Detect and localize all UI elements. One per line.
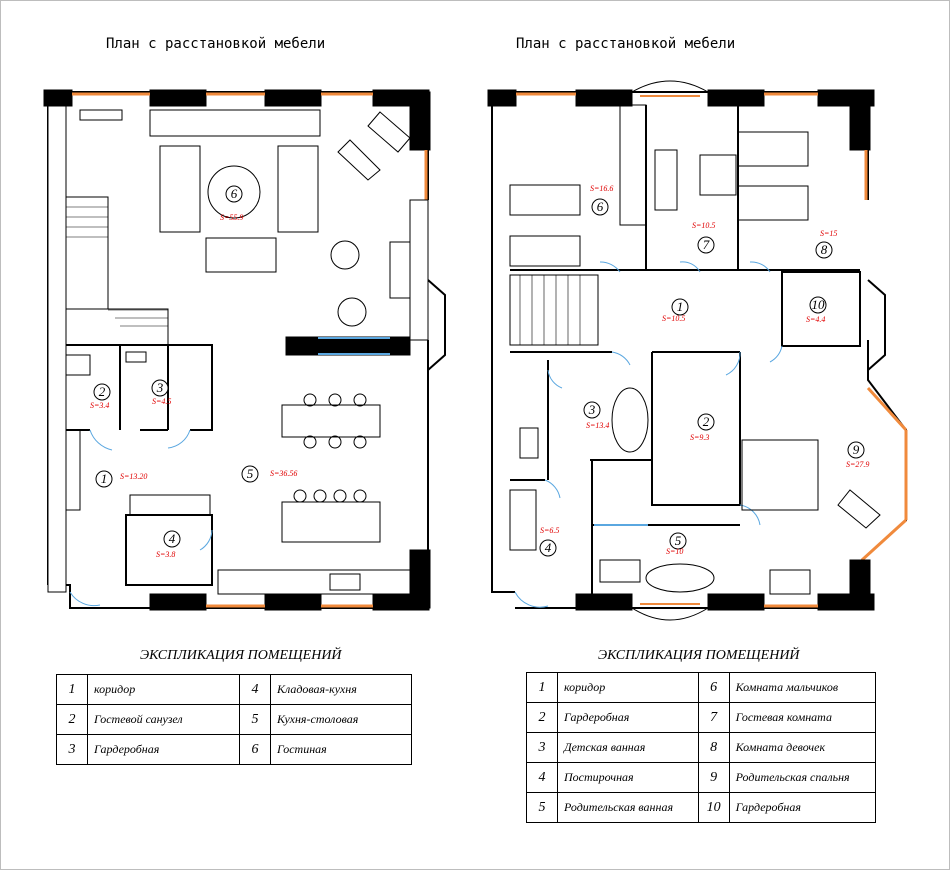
room-name-cell: коридор	[557, 672, 699, 703]
room-name-cell: Гостиная	[270, 734, 412, 765]
room-name-cell: Кладовая-кухня	[270, 674, 412, 705]
room-number-circle	[539, 539, 557, 557]
room-number: 4	[545, 540, 552, 555]
room-number: 8	[821, 242, 828, 257]
room-area: S=27.9	[846, 460, 869, 469]
room-name-cell: Постирочная	[557, 762, 699, 793]
room-number-circle	[671, 298, 689, 316]
room-number-cell: 6	[697, 672, 730, 703]
room-number-cell: 5	[239, 704, 272, 735]
room-number-cell: 4	[526, 762, 558, 793]
room-number: 9	[853, 442, 860, 457]
room-number-circle	[697, 413, 715, 431]
room-area: S=13.4	[586, 421, 609, 430]
room-number-cell: 1	[56, 674, 88, 705]
room-area: S=10.5	[662, 314, 685, 323]
room-labels-first: 6S=55.9 2S=3.4 3S=4.5 1 S=13.20 5 S=36.56 4S=3.…	[90, 185, 297, 559]
room-name-cell: Родительская ванная	[557, 792, 699, 823]
room-name-cell: Комната девочек	[728, 732, 877, 763]
room-number-cell: 7	[697, 702, 730, 733]
room-name-cell: Детская ванная	[557, 732, 699, 763]
room-number: 10	[812, 297, 826, 312]
room-number-cell: 3	[526, 732, 558, 763]
explication-title-first: ЭКСПЛИКАЦИЯ ПОМЕЩЕНИЙ	[140, 648, 342, 663]
room-name-cell: Гардеробная	[86, 734, 241, 765]
room-name-cell: Гардеробная	[728, 792, 877, 823]
room-number-circle	[815, 241, 833, 259]
room-number: 2	[99, 384, 106, 399]
room-number: 1	[101, 471, 108, 486]
room-number: 5	[675, 533, 682, 548]
room-area: S=9.3	[690, 433, 709, 442]
room-number-circle	[163, 530, 181, 548]
room-number: 6	[231, 186, 238, 201]
room-number: 2	[703, 414, 710, 429]
room-number: 7	[703, 237, 710, 252]
room-number-cell: 10	[697, 792, 730, 823]
room-name-cell: Гостевой санузел	[86, 704, 241, 735]
room-area: S=10	[666, 547, 683, 556]
room-number-cell: 4	[239, 674, 272, 705]
room-area: S=10.5	[692, 221, 715, 230]
room-number-circle	[95, 470, 113, 488]
room-area: S=3.4	[90, 401, 109, 410]
room-area: S=55.9	[220, 213, 243, 222]
floor-plan-second	[487, 80, 908, 621]
room-area: S=15	[820, 229, 837, 238]
room-number-circle	[151, 379, 169, 397]
room-number-circle	[809, 296, 827, 314]
room-labels-second: 6S=16.67S=10.58S=151S=10.510S=4.43S=13.4…	[539, 184, 869, 557]
room-number-cell: 2	[56, 704, 88, 735]
room-number-circle	[583, 401, 601, 419]
room-name-cell: Родительская спальня	[728, 762, 877, 793]
plan-title-right: План с расстановкой мебели	[516, 36, 736, 52]
room-number-circle	[225, 185, 243, 203]
room-area: S=3.8	[156, 550, 175, 559]
room-number-cell: 1	[526, 672, 558, 703]
room-name-cell: Кухня-столовая	[270, 704, 412, 735]
room-area: S=16.6	[590, 184, 613, 193]
room-area: S=13.20	[120, 472, 147, 481]
room-number-circle	[697, 236, 715, 254]
room-number-cell: 5	[526, 792, 558, 823]
floor-plan-first	[43, 89, 446, 611]
room-number: 1	[677, 299, 684, 314]
room-number-cell: 6	[239, 734, 272, 765]
room-number: 3	[156, 380, 164, 395]
room-area: S=36.56	[270, 469, 297, 478]
room-number-circle	[847, 441, 865, 459]
explication-title-second: ЭКСПЛИКАЦИЯ ПОМЕЩЕНИЙ	[598, 648, 800, 663]
room-number-circle	[241, 465, 259, 483]
room-name-cell: коридор	[86, 674, 241, 705]
room-name-cell: Комната мальчиков	[728, 672, 877, 703]
room-number: 4	[169, 531, 176, 546]
room-number: 6	[597, 199, 604, 214]
room-number-circle	[591, 198, 609, 216]
room-number-cell: 9	[697, 762, 730, 793]
room-area: S=4.5	[152, 397, 171, 406]
plan-title-left: План с расстановкой мебели	[106, 36, 326, 52]
room-number-circle	[93, 383, 111, 401]
room-number: 5	[247, 466, 254, 481]
room-area: S=6.5	[540, 526, 559, 535]
room-number: 3	[588, 402, 596, 417]
room-number-cell: 8	[697, 732, 730, 763]
room-number-cell: 2	[526, 702, 558, 733]
room-number-cell: 3	[56, 734, 88, 765]
room-number-circle	[669, 532, 687, 550]
room-area: S=4.4	[806, 315, 825, 324]
room-name-cell: Гардеробная	[557, 702, 699, 733]
room-name-cell: Гостевая комната	[728, 702, 877, 733]
